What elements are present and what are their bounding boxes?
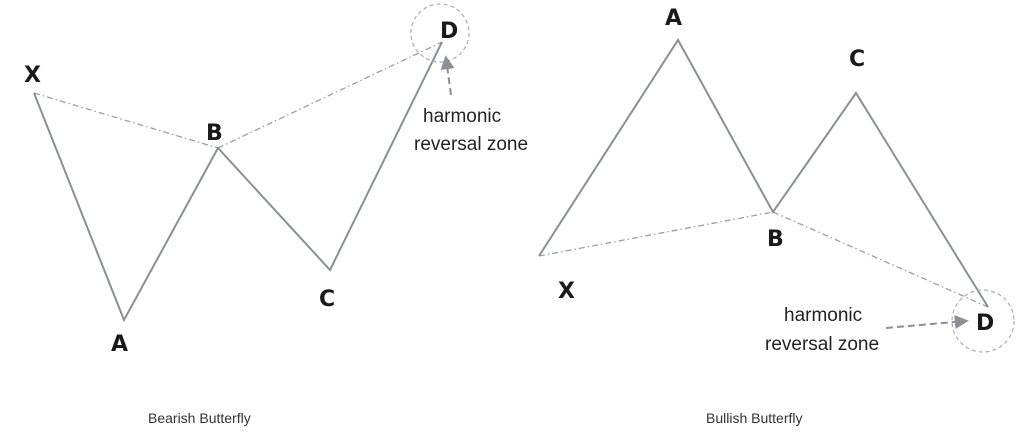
bearish-xb-dashed-line [33,92,219,149]
bearish-point-x-label: X [24,63,41,88]
bearish-point-d-label: D [440,19,458,44]
bullish-point-c-label: C [849,47,865,72]
bullish-point-d-label: D [976,311,994,336]
bearish-zone-arrow [440,55,455,96]
bearish-zone-label-line1: harmonic [423,106,501,127]
bearish-butterfly-pattern: X A B C D harmonic reversal zone Bearish… [24,3,528,426]
bullish-zone-label-line2: reversal zone [765,334,879,355]
bullish-bd-dashed-line [772,211,989,308]
bullish-point-a-label: A [665,6,682,31]
bearish-reversal-zone-circle [410,3,470,63]
bearish-butterfly-caption: Bearish Butterfly [148,410,251,426]
bearish-point-c-label: C [319,287,335,312]
bearish-point-b-label: B [206,121,223,146]
bullish-reversal-zone-circle [951,289,1015,353]
bullish-butterfly-pattern: X A B C D harmonic reversal zone Bullish… [538,6,1015,426]
bearish-point-a-label: A [111,332,128,357]
bullish-butterfly-caption: Bullish Butterfly [706,410,802,426]
bullish-point-x-label: X [558,279,575,304]
bullish-point-b-label: B [767,227,784,252]
bullish-zone-arrow [885,315,969,329]
bearish-zone-label-line2: reversal zone [414,134,528,155]
bullish-xb-dashed-line [538,211,774,257]
bearish-xabcd-path [33,41,443,323]
bullish-xabcd-path [538,38,989,308]
bullish-zone-label-line1: harmonic [784,305,862,326]
bearish-bd-dashed-line [217,41,443,149]
